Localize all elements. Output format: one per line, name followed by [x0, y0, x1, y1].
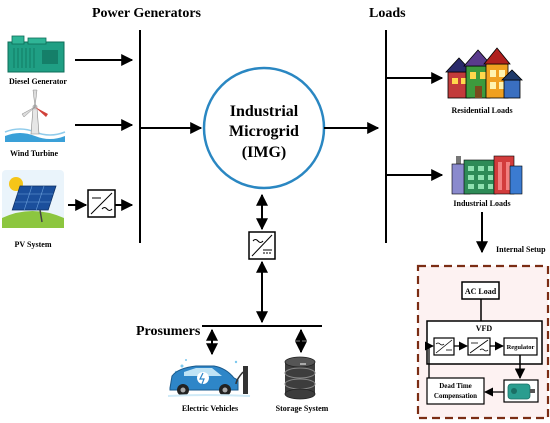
residential-loads-label: Residential Loads [451, 106, 512, 115]
inverter-icon [467, 337, 491, 356]
img-converter-icon [248, 231, 276, 260]
motor-icon [503, 379, 539, 403]
regulator-label: Regulator [507, 344, 535, 351]
database-storage-icon [284, 356, 316, 400]
wind-turbine-label: Wind Turbine [10, 149, 59, 158]
dead-time-label-line2: Compensation [434, 392, 477, 400]
electric-vehicles-label: Electric Vehicles [182, 404, 238, 413]
wind-turbine-icon [4, 89, 66, 142]
img-label-line2: Microgrid [229, 123, 299, 140]
heading-power-generators: Power Generators [92, 6, 202, 21]
diesel-generator-icon [7, 35, 65, 73]
factory-icon [451, 155, 523, 195]
vfd-label: VFD [476, 324, 493, 333]
storage-system-label: Storage System [276, 404, 329, 413]
pv-system-label: PV System [15, 240, 52, 249]
dead-time-label-line1: Dead Time [439, 382, 472, 390]
pv-converter-icon [87, 189, 116, 218]
diesel-generator-label: Diesel Generator [9, 77, 67, 86]
img-label-line3: (IMG) [242, 144, 286, 161]
heading-loads: Loads [369, 6, 406, 21]
img-label-line1: Industrial [230, 103, 299, 120]
solar-panel-icon [2, 170, 64, 228]
houses-icon [445, 47, 523, 99]
industrial-loads-label: Industrial Loads [453, 199, 510, 208]
deadtime-feedback-arrow [424, 341, 434, 378]
rectifier-icon [433, 337, 455, 356]
dead-time-box [426, 377, 485, 405]
electric-car-icon [167, 359, 251, 397]
internal-setup-label: Internal Setup [496, 245, 546, 254]
ac-load-label: AC Load [465, 287, 497, 296]
heading-prosumers: Prosumers [136, 324, 201, 339]
